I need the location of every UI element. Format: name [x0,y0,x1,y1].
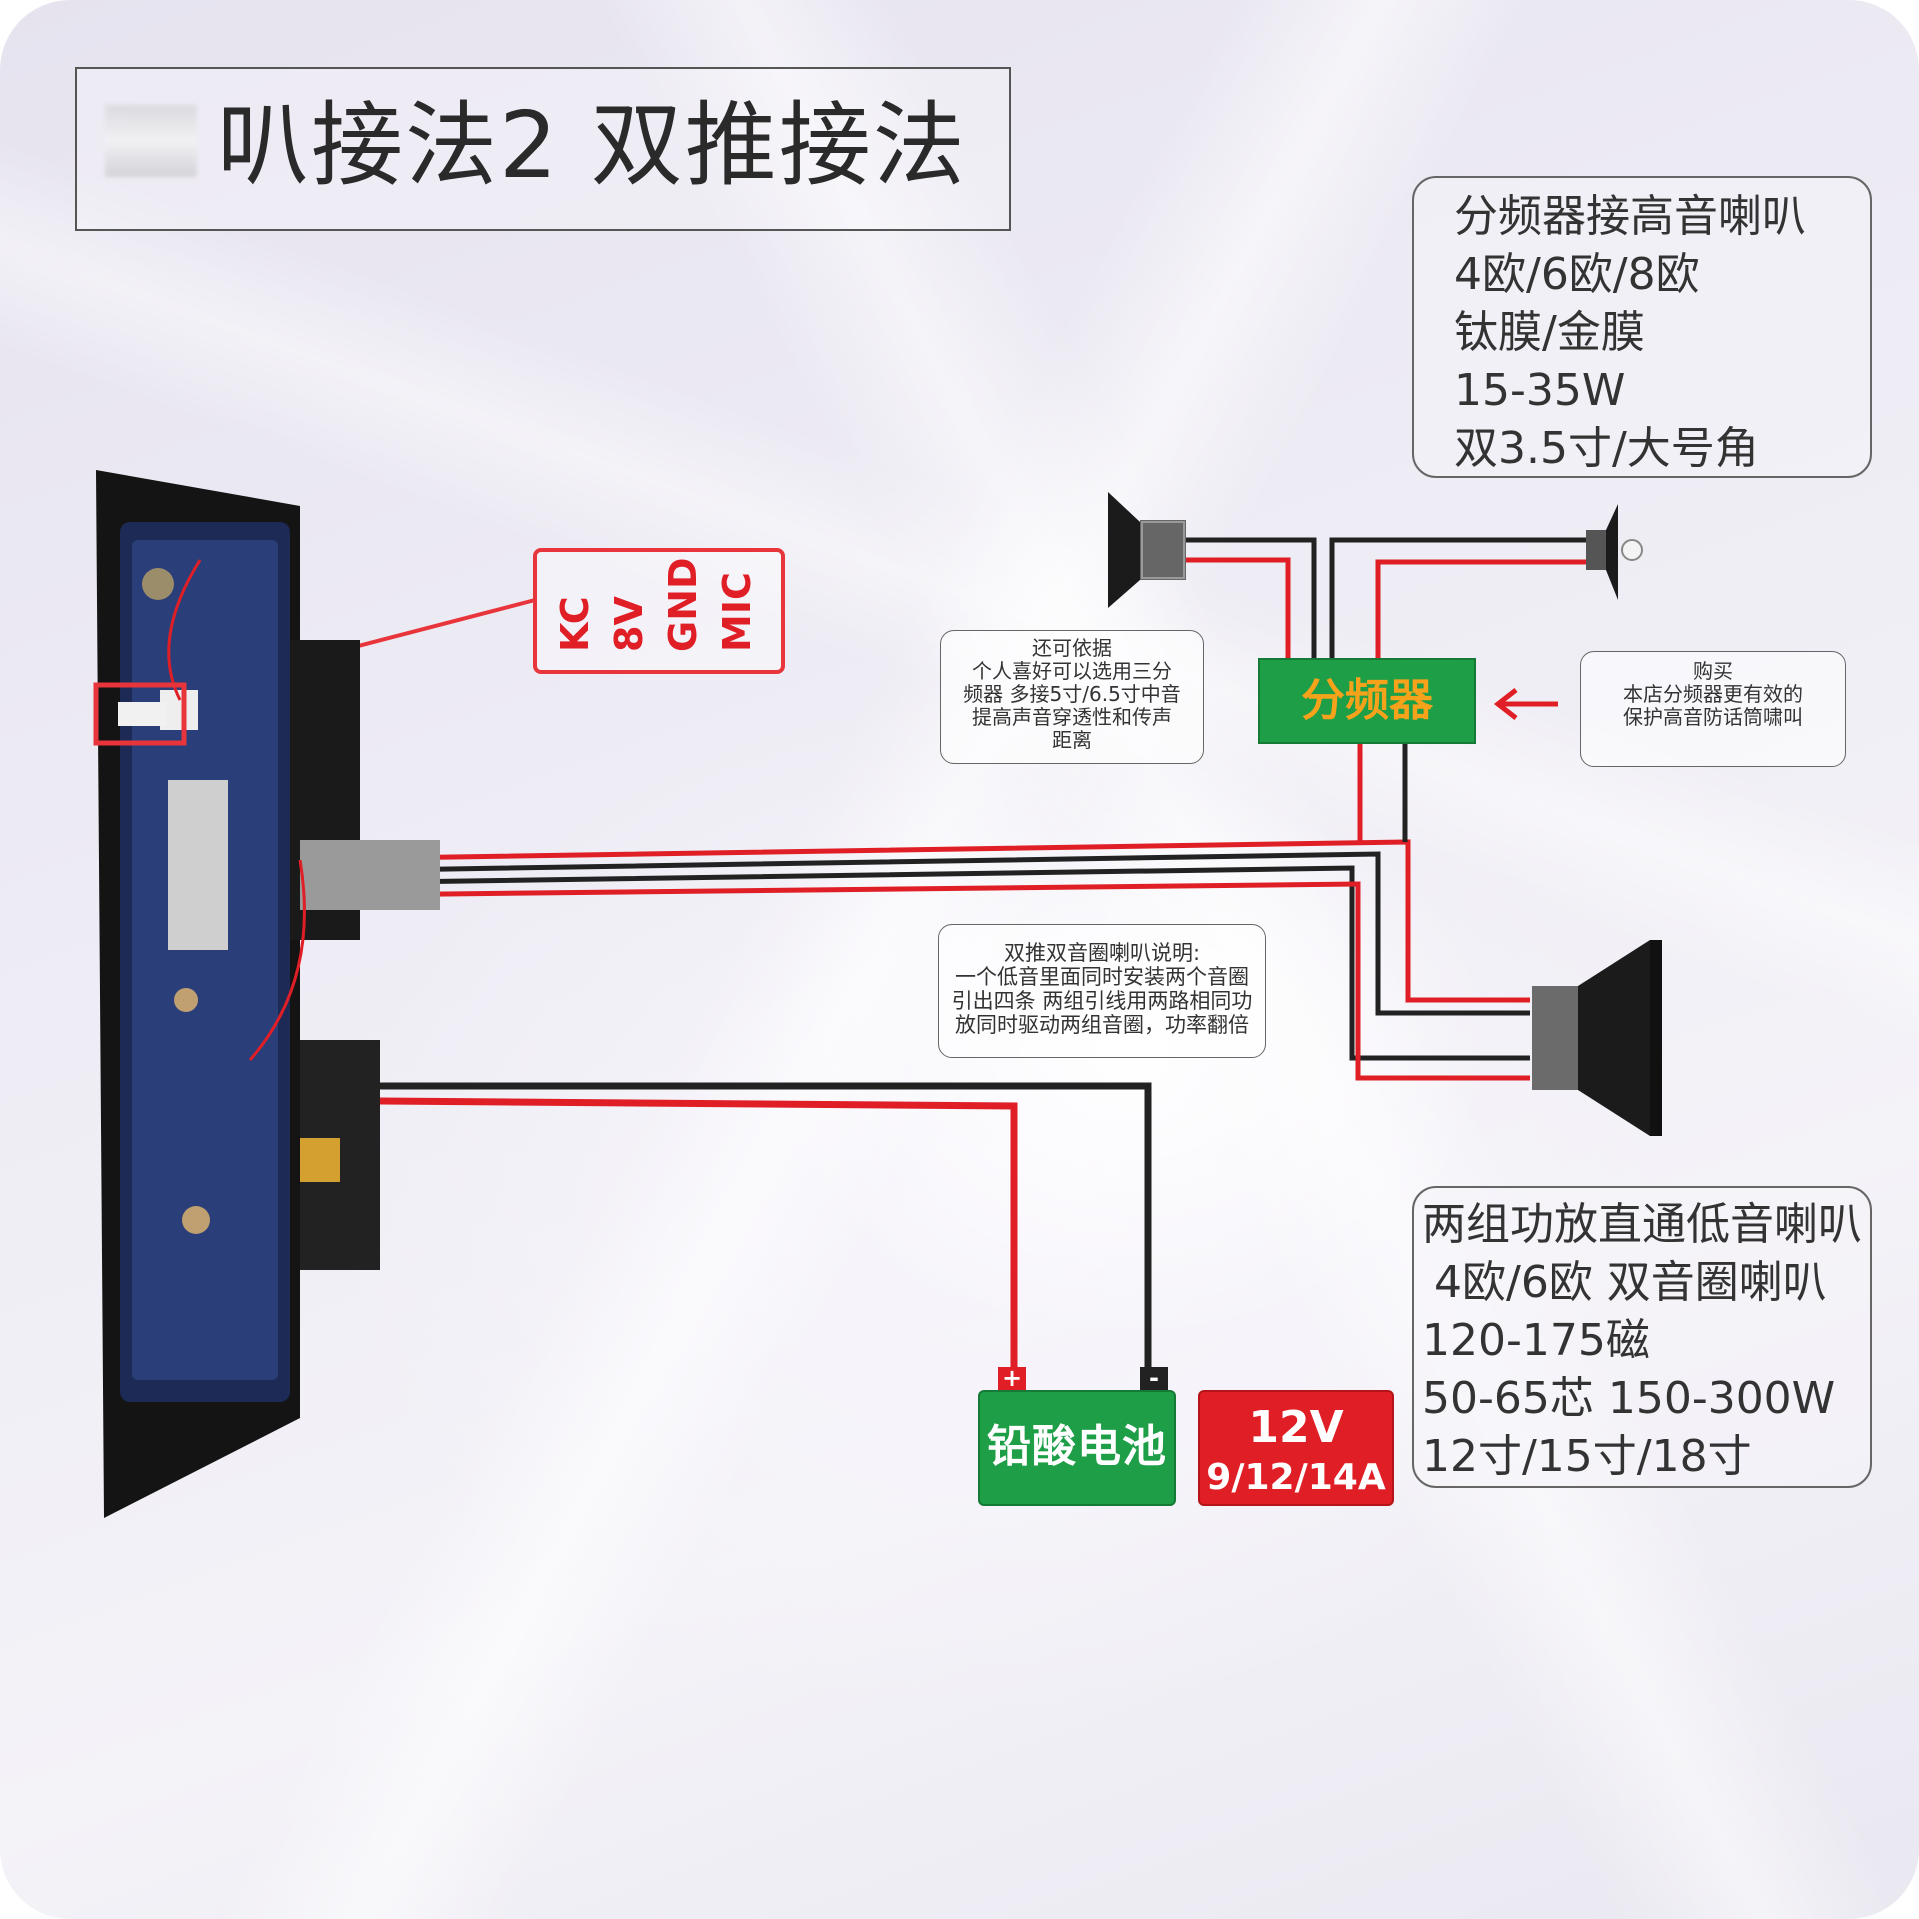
tweeter-spec-line: 双3.5寸/大号角 [1454,423,1759,474]
pin-label-kc: KC [553,596,597,652]
note-line: 个人喜好可以选用三分 [972,659,1172,683]
note-line: 本店分频器更有效的 [1623,682,1803,706]
note-line: 还可依据 [1032,636,1112,660]
amplifier-board-image [93,470,440,1518]
wire-tweeter2-pos [1375,559,1588,658]
arrow-icon [1493,688,1558,720]
note-line: 距离 [1052,728,1092,752]
woofer-spec-line: 12寸/15寸/18寸 [1422,1431,1752,1482]
tweeter-spec-line: 钛膜/金膜 [1454,307,1645,358]
woofer-icon [1532,940,1662,1136]
supply-voltage: 12V [1248,1402,1344,1453]
tweeter-spec-line: 分频器接高音喇叭 [1454,191,1806,242]
pin-label-mic: MIC [715,572,759,652]
wire-power-pos [261,1096,1018,1370]
note-line: 引出四条 两组引线用两路相同功 [951,989,1253,1013]
wire-tweeter1-pos [1185,557,1291,658]
battery-box: 铅酸电池 [978,1390,1176,1506]
supply-current: 9/12/14A [1206,1457,1386,1498]
wire-amp2-neg [261,865,1530,1061]
title-box: 叭接法2 双推接法 [75,67,1011,231]
note-line: 提高声音穿透性和传声 [972,705,1172,729]
note-line: 购买 [1693,659,1733,683]
tweeter-spec-box: 分频器接高音喇叭 4欧/6欧/8欧 钛膜/金膜 15-35W 双3.5寸/大号角 [1412,176,1872,478]
pin-label-8v: 8V [607,596,651,652]
three-way-note: 还可依据 个人喜好可以选用三分 频器 多接5寸/6.5寸中音 提高声音穿透性和传… [940,630,1204,764]
blurred-title-prefix [105,105,197,177]
note-line: 频器 多接5寸/6.5寸中音 [963,682,1181,706]
woofer-spec-box: 两组功放直通低音喇叭 4欧/6欧 双音圈喇叭 120-175磁 50-65芯 1… [1412,1186,1872,1488]
woofer-spec-line: 120-175磁 [1422,1315,1650,1366]
wire-amp1-pos [261,839,1530,1003]
wire-amp2-pos [261,881,1530,1081]
power-spec-box: 12V 9/12/14A [1198,1390,1394,1506]
dual-voice-coil-note: 双推双音圈喇叭说明: 一个低音里面同时安装两个音圈 引出四条 两组引线用两路相同… [938,924,1266,1058]
tweeter-spec-line: 4欧/6欧/8欧 [1454,249,1700,300]
wire-amp1-neg [261,851,1530,1016]
crossover-box: 分频器 [1258,658,1476,744]
wire-tweeter1-neg [1185,537,1317,658]
tweeter-right-icon [1586,504,1643,600]
wire-power-neg [262,1082,1152,1370]
pin-label-box: KC 8V GND MIC [533,548,785,674]
note-line: 双推双音圈喇叭说明: [1003,941,1201,965]
tweeter-left-icon [1108,492,1186,608]
note-line: 放同时驱动两组音圈，功率翻倍 [955,1013,1249,1037]
battery-negative-terminal: - [1140,1366,1168,1391]
wire-tweeter2-neg [1329,537,1588,658]
page-title: 叭接法2 双推接法 [217,92,967,199]
note-line: 保护高音防话筒啸叫 [1623,705,1803,729]
woofer-spec-line: 50-65芯 150-300W [1422,1373,1836,1424]
tweeter-spec-line: 15-35W [1454,365,1626,416]
note-line: 一个低音里面同时安装两个音圈 [955,965,1249,989]
battery-positive-terminal: + [998,1366,1026,1391]
buy-note: 购买 本店分频器更有效的 保护高音防话筒啸叫 [1580,651,1846,767]
woofer-spec-line: 4欧/6欧 双音圈喇叭 [1434,1257,1827,1308]
woofer-spec-line: 两组功放直通低音喇叭 [1422,1199,1862,1250]
pin-label-gnd: GND [661,557,705,652]
